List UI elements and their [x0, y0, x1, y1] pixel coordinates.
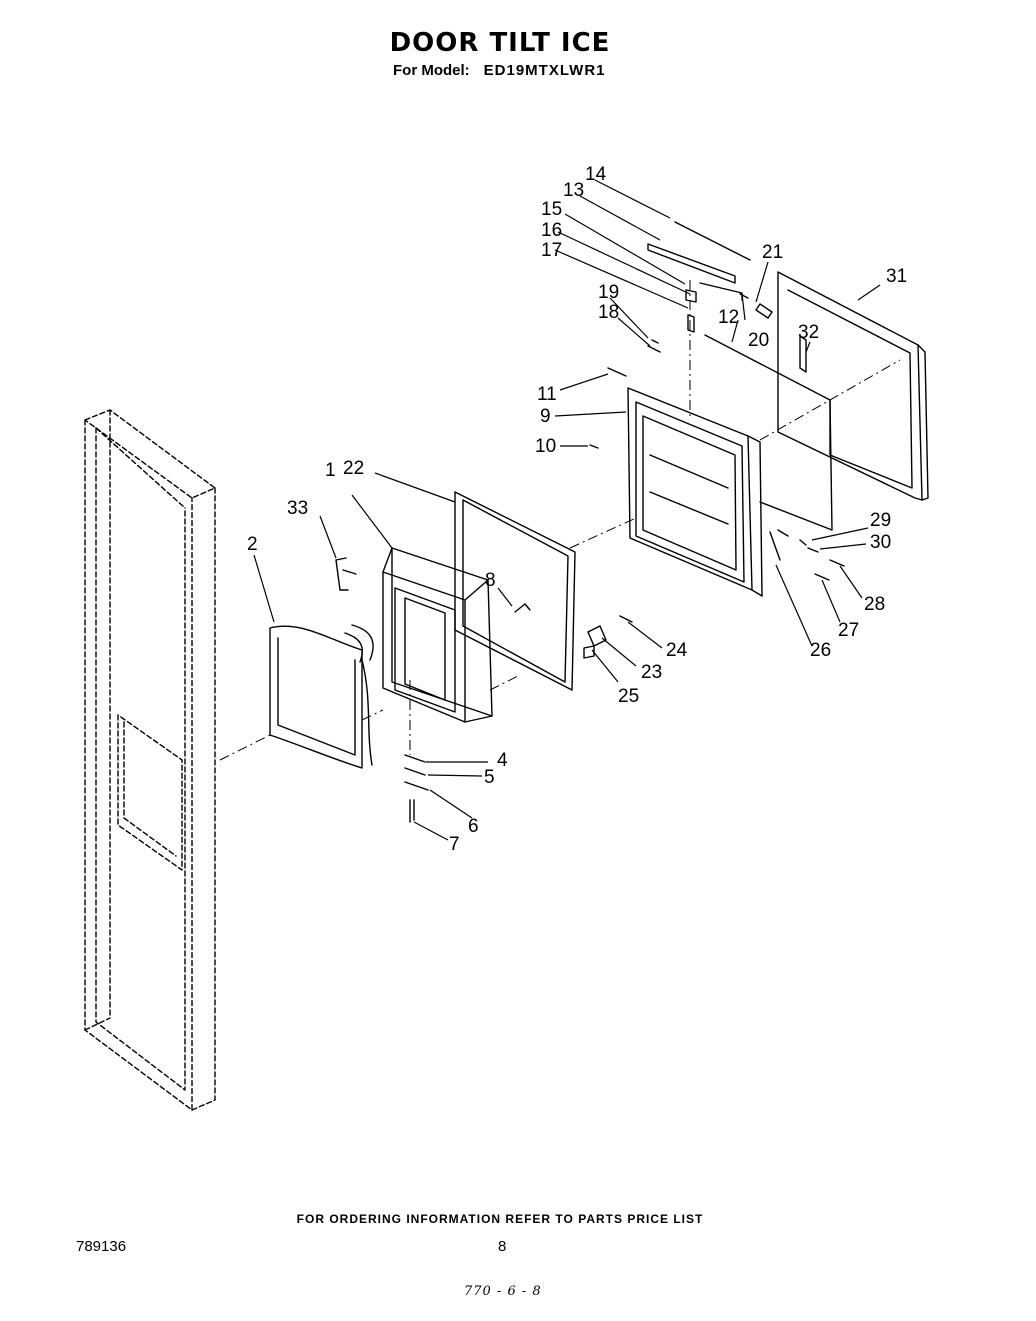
callout-21: 21	[762, 242, 783, 263]
fasteners	[404, 289, 845, 823]
callout-labels: 1 2 4 5 6 7 8 9 10 11 12 13 14 15 16 17 …	[247, 164, 907, 855]
callout-30: 30	[870, 532, 891, 553]
callout-32: 32	[798, 322, 819, 343]
part-31-outer-panel	[777, 271, 929, 501]
part-33-bracket	[335, 557, 357, 591]
callout-6: 6	[468, 816, 479, 837]
callout-14: 14	[585, 164, 607, 185]
callout-13: 13	[563, 180, 584, 201]
callout-4: 4	[497, 750, 508, 771]
callout-29: 29	[870, 510, 891, 531]
part-2-dispenser-module	[269, 624, 374, 769]
part-1-housing-frame	[382, 547, 493, 723]
page-number: 8	[498, 1238, 507, 1255]
callout-7: 7	[449, 834, 460, 855]
ordering-note: FOR ORDERING INFORMATION REFER TO PARTS …	[296, 1212, 704, 1226]
handwritten-note: 770 - 6 - 8	[464, 1284, 542, 1299]
callout-16: 16	[541, 220, 562, 241]
model-label: For Model:	[393, 62, 470, 79]
callout-33: 33	[287, 498, 308, 519]
part-12-insulation	[704, 334, 833, 531]
callout-20: 20	[748, 330, 769, 351]
callout-11: 11	[537, 384, 557, 405]
part-22-gasket	[454, 491, 576, 691]
callout-23: 23	[641, 662, 662, 683]
callout-22: 22	[343, 458, 364, 479]
part-9-door-panel	[627, 387, 763, 597]
top-hinge-parts	[647, 221, 751, 301]
callout-15: 15	[541, 199, 562, 220]
model-line: For Model: ED19MTXLWR1	[393, 62, 606, 79]
callout-27: 27	[838, 620, 859, 641]
callout-17: 17	[541, 240, 562, 261]
page-title: DOOR TILT ICE	[389, 28, 611, 58]
callout-5: 5	[484, 767, 495, 788]
refrigerator-door-outline	[84, 409, 216, 1111]
callout-2: 2	[247, 534, 258, 555]
callout-28: 28	[864, 594, 885, 615]
callout-8: 8	[485, 570, 496, 591]
callout-12: 12	[718, 307, 739, 328]
callout-19: 19	[598, 282, 619, 303]
callout-1: 1	[325, 460, 336, 481]
model-number: ED19MTXLWR1	[483, 62, 606, 79]
callout-26: 26	[810, 640, 831, 661]
callout-10: 10	[535, 436, 556, 457]
callout-31: 31	[886, 266, 907, 287]
callout-25: 25	[618, 686, 639, 707]
callout-9: 9	[540, 406, 551, 427]
callout-24: 24	[666, 640, 688, 661]
document-number: 789136	[76, 1238, 127, 1255]
callout-18: 18	[598, 302, 619, 323]
